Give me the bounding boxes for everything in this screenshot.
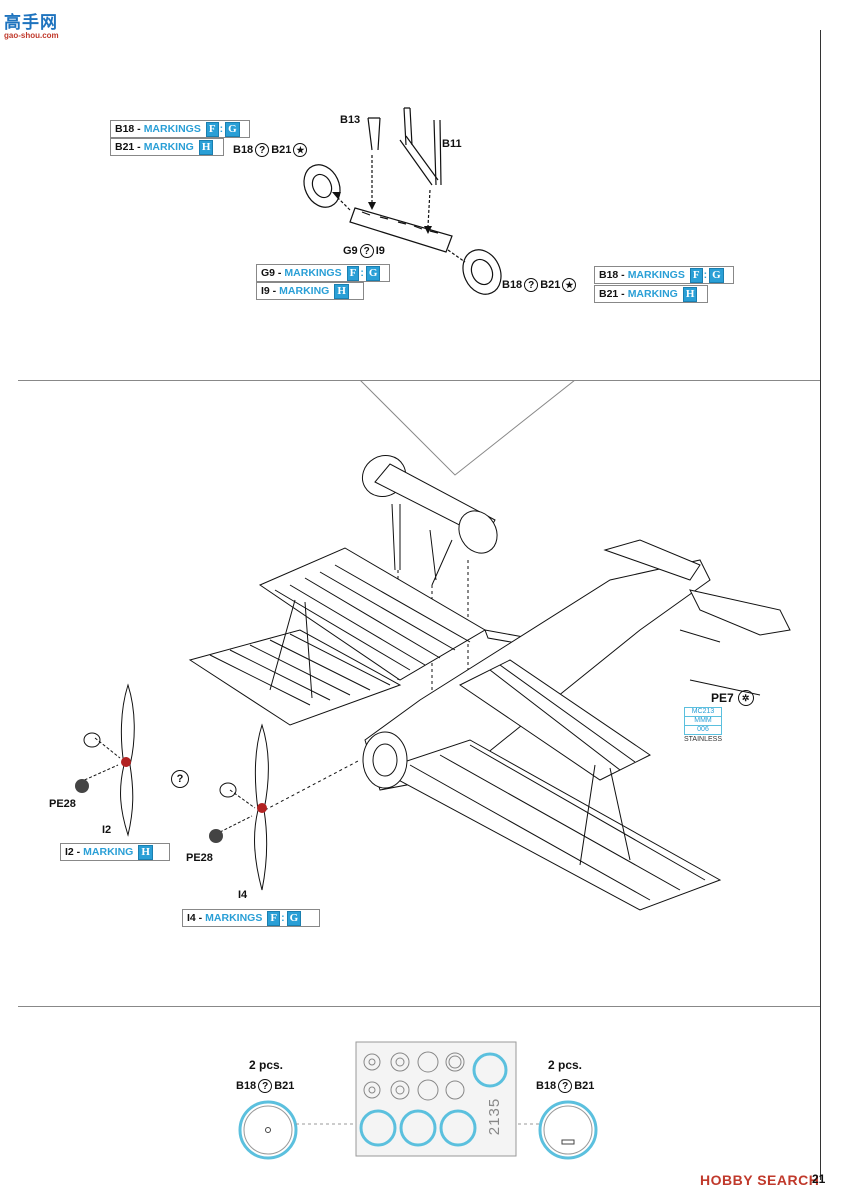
marking-box-b21: B21 - MARKING H	[110, 138, 224, 156]
question-icon: ?	[558, 1079, 573, 1093]
marking-box-b21-right: B21 - MARKING H	[594, 285, 708, 303]
page-frame	[18, 30, 821, 1180]
option-part-a: B18	[502, 279, 523, 291]
option-b18-b21-top-right: B18 ? B21 ★	[502, 278, 577, 292]
option-part-a: G9	[343, 245, 358, 257]
marking-tag-f: F	[205, 121, 219, 137]
marking-part: B21 -	[115, 141, 141, 153]
marking-part: G9 -	[261, 267, 282, 279]
part-label-b13: B13	[340, 114, 361, 126]
question-symbol-main: ?	[171, 770, 189, 788]
marking-tag-g: G	[709, 267, 724, 283]
logo-text: 高手网	[4, 13, 58, 33]
material-tag: MC213 MMM 006 STAINLESS	[684, 707, 722, 744]
marking-tag-h: H	[138, 844, 153, 860]
marking-box-g9: G9 - MARKINGS F:G	[256, 264, 390, 282]
marking-tag-h: H	[682, 286, 698, 302]
landing-gear-drawing	[303, 107, 502, 295]
question-icon: ?	[359, 244, 374, 258]
qty-right: 2 pcs.	[548, 1058, 583, 1072]
pe28-left-label: PE28	[49, 798, 76, 810]
option-part-b: B21	[574, 1080, 595, 1092]
option-part-b: B21	[540, 279, 561, 291]
material-mmm: MMM	[684, 717, 722, 726]
site-logo: 高手网 gao-shou.com	[4, 8, 59, 40]
pe7-label: PE7	[711, 691, 734, 705]
marking-part: I9 -	[261, 285, 277, 297]
part-label-b11: B11	[442, 138, 462, 150]
marking-word: MARKING	[279, 285, 330, 297]
separator-top	[18, 380, 820, 381]
option-b18-b21-top-left: B18 ? B21 ★	[233, 143, 308, 157]
material-stainless: STAINLESS	[684, 736, 722, 743]
marking-word: MARKINGS	[284, 267, 342, 279]
photo-etch-icon: ✲	[737, 690, 754, 706]
aircraft-drawing	[75, 380, 791, 911]
pe28-right-label: PE28	[186, 852, 213, 864]
pe7-callout: PE7 ✲	[711, 690, 754, 706]
material-num: 006	[684, 726, 722, 735]
marking-part: B21 -	[599, 288, 625, 300]
marking-word: MARKING	[143, 141, 194, 153]
marking-word: MARKING	[627, 288, 678, 300]
i2-label: I2	[102, 824, 112, 836]
question-symbol-text: ?	[176, 773, 184, 785]
star-icon: ★	[562, 278, 577, 292]
marking-part: I2 -	[65, 846, 81, 858]
question-icon: ?	[524, 278, 539, 292]
marking-tag-f: F	[689, 267, 703, 283]
marking-part: B18 -	[115, 123, 141, 135]
i4-label: I4	[238, 889, 248, 901]
marking-part: B18 -	[599, 269, 625, 281]
separator-bottom	[18, 1006, 820, 1007]
marking-word: MARKING	[83, 846, 134, 858]
option-g9-i9: G9 ? I9	[343, 244, 385, 258]
question-icon: ?	[258, 1079, 273, 1093]
mask-option-right: B18 ? B21	[536, 1079, 594, 1093]
marking-part: I4 -	[187, 912, 203, 924]
marking-tag-h: H	[334, 283, 349, 299]
marking-tag-f: F	[267, 910, 281, 926]
option-part-b: B21	[274, 1080, 295, 1092]
question-icon: ?	[255, 143, 270, 157]
option-part-b: I9	[375, 245, 385, 257]
material-code: MC213	[684, 707, 722, 717]
page-number: 21	[812, 1172, 826, 1186]
mask-option-left: B18 ? B21	[236, 1079, 294, 1093]
marking-tag-g: G	[225, 121, 240, 137]
qty-left: 2 pcs.	[249, 1058, 284, 1072]
option-part-b: B21	[271, 144, 292, 156]
mask-sheet-number: 2135	[486, 1097, 504, 1136]
star-icon: ★	[293, 143, 308, 157]
watermark: HOBBY SEARCH	[700, 1172, 820, 1188]
logo-url: gao-shou.com	[4, 31, 59, 40]
marking-tag-f: F	[346, 265, 360, 281]
marking-tag-h: H	[198, 139, 214, 155]
marking-box-b18: B18 - MARKINGS F:G	[110, 120, 250, 138]
option-part-a: B18	[236, 1080, 257, 1092]
marking-word: MARKINGS	[205, 912, 263, 924]
marking-box-i4: I4 - MARKINGS F:G	[182, 909, 320, 927]
marking-tag-g: G	[286, 910, 302, 926]
marking-box-i9: I9 - MARKING H	[256, 282, 364, 300]
marking-box-b18-right: B18 - MARKINGS F:G	[594, 266, 734, 284]
marking-box-i2: I2 - MARKING H	[60, 843, 170, 861]
marking-word: MARKINGS	[627, 269, 685, 281]
option-part-a: B18	[233, 144, 254, 156]
marking-tag-g: G	[365, 265, 381, 281]
marking-word: MARKINGS	[143, 123, 201, 135]
option-part-a: B18	[536, 1080, 557, 1092]
mask-drawing	[238, 1041, 598, 1160]
